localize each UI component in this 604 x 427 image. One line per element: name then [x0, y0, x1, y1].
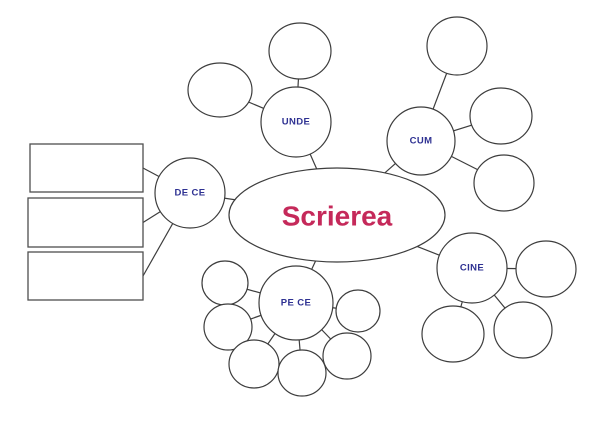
- center-node-scrierea[interactable]: [228, 167, 446, 263]
- empty-circle-unde-2[interactable]: [268, 22, 332, 80]
- center-label: Scrierea: [282, 201, 393, 232]
- answer-box-rect-3[interactable]: [27, 251, 144, 301]
- branch-node-pe-ce[interactable]: [258, 265, 334, 341]
- empty-circle-cine-2[interactable]: [421, 305, 485, 363]
- empty-circle-cum-1[interactable]: [426, 16, 488, 76]
- empty-circle-unde-1[interactable]: [187, 62, 253, 118]
- empty-circle-pe-ce-3[interactable]: [228, 339, 280, 389]
- empty-circle-cum-2[interactable]: [469, 87, 533, 145]
- branch-node-cum[interactable]: [386, 106, 456, 176]
- empty-circle-cine-3[interactable]: [493, 301, 553, 359]
- empty-circle-pe-ce-6[interactable]: [335, 289, 381, 333]
- answer-box-rect-1[interactable]: [29, 143, 144, 193]
- answer-box-rect-2[interactable]: [27, 197, 144, 248]
- empty-circle-pe-ce-2[interactable]: [203, 303, 253, 351]
- branch-label-cum: CUM: [410, 136, 433, 147]
- branch-label-unde: UNDE: [282, 117, 311, 128]
- empty-circle-pe-ce-4[interactable]: [277, 349, 327, 397]
- branch-node-unde[interactable]: [260, 86, 332, 158]
- branch-label-de-ce: DE CE: [174, 188, 205, 199]
- branch-label-pe-ce: PE CE: [281, 298, 312, 309]
- branch-node-cine[interactable]: [436, 232, 508, 304]
- empty-circle-pe-ce-1[interactable]: [201, 260, 249, 306]
- branch-label-cine: CINE: [460, 263, 484, 274]
- empty-circle-cum-3[interactable]: [473, 154, 535, 212]
- empty-circle-pe-ce-5[interactable]: [322, 332, 372, 380]
- branch-node-de-ce[interactable]: [154, 157, 226, 229]
- empty-circle-cine-1[interactable]: [515, 240, 577, 298]
